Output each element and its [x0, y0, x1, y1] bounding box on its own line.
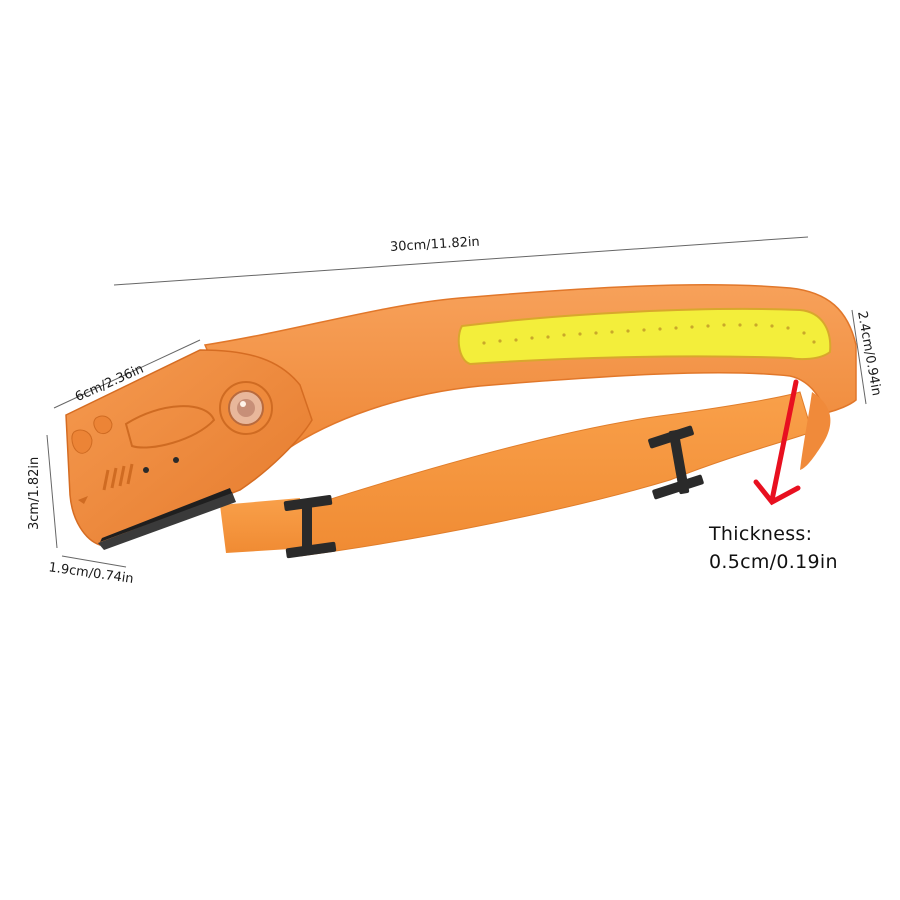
- sensor-lens-icon: [219, 381, 273, 435]
- thickness-value: 0.5cm/0.19in: [709, 551, 838, 573]
- cob-led-strip: [457, 307, 832, 366]
- thickness-callout: Thickness: 0.5cm/0.19in: [709, 520, 838, 576]
- thickness-arrow-icon: [753, 379, 801, 506]
- height-label: 3cm/1.82in: [27, 457, 42, 530]
- dimension-lines: [46, 236, 867, 568]
- strap-clip-left: [283, 494, 337, 559]
- depth-label: 1.9cm/0.74in: [48, 560, 135, 587]
- thickness-label: Thickness:: [709, 523, 813, 545]
- strap-clip-right: [648, 425, 704, 500]
- length-label: 30cm/11.82in: [390, 235, 481, 255]
